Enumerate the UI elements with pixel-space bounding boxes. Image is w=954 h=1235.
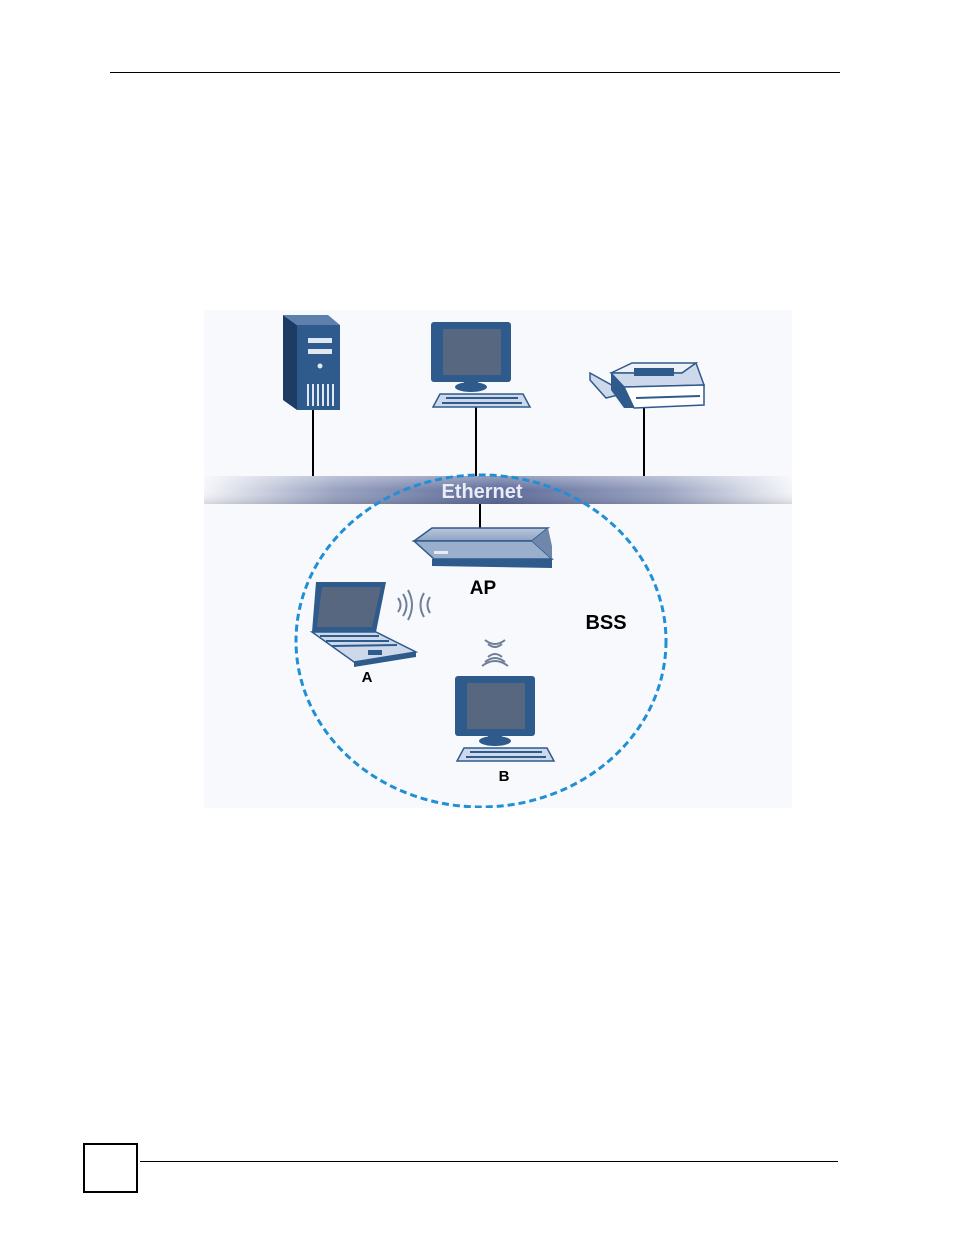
bss-network-diagram: Ethernet [204, 310, 792, 808]
access-point-icon [414, 528, 552, 568]
client-b-label: B [499, 768, 510, 785]
ethernet-label: Ethernet [441, 481, 522, 503]
client-a-label: A [362, 669, 373, 686]
bss-label: BSS [585, 612, 626, 634]
header-rule [110, 72, 840, 73]
page-number-box [83, 1143, 138, 1193]
footer-rule [140, 1161, 838, 1162]
server-tower-icon [283, 315, 340, 410]
ap-label: AP [470, 578, 497, 599]
